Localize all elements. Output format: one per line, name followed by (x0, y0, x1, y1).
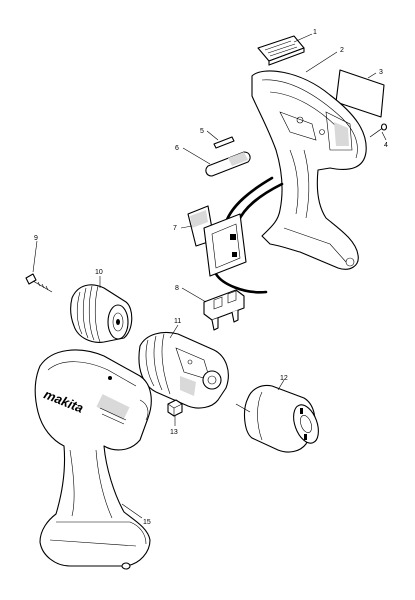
callout-2: 2 (340, 47, 344, 54)
callout-15: 15 (143, 519, 151, 526)
callout-1: 1 (313, 29, 317, 36)
callout-labels: 1 2 3 4 5 6 7 8 9 10 11 12 13 15 (34, 29, 388, 526)
callout-11: 11 (174, 318, 181, 325)
callout-9: 9 (34, 235, 38, 242)
part-switch-button (257, 35, 305, 66)
leader-lines (32, 33, 387, 519)
callout-4: 4 (384, 142, 388, 149)
callout-12: 12 (280, 375, 288, 382)
part-switch (187, 205, 247, 277)
part-dc-motor (235, 384, 319, 453)
part-chuck-screw (25, 273, 53, 293)
callout-8: 8 (175, 285, 179, 292)
callout-10: 10 (95, 269, 103, 276)
callout-13: 13 (170, 429, 178, 436)
part-housing-set-assembled: makita (34, 349, 152, 570)
part-terminal (203, 289, 245, 331)
callout-7: 7 (173, 225, 177, 232)
part-keyless-chuck (70, 284, 133, 343)
part-lock-nut (167, 399, 183, 417)
callout-5: 5 (200, 128, 204, 135)
callout-3: 3 (379, 69, 383, 76)
part-leaf-spring (213, 136, 235, 149)
part-name-plate (335, 69, 385, 118)
part-gear-assembly (138, 331, 229, 409)
part-housing-half (251, 70, 367, 270)
part-tapping-screw (369, 123, 388, 138)
part-reversing-lever (205, 151, 251, 177)
callout-6: 6 (175, 145, 179, 152)
